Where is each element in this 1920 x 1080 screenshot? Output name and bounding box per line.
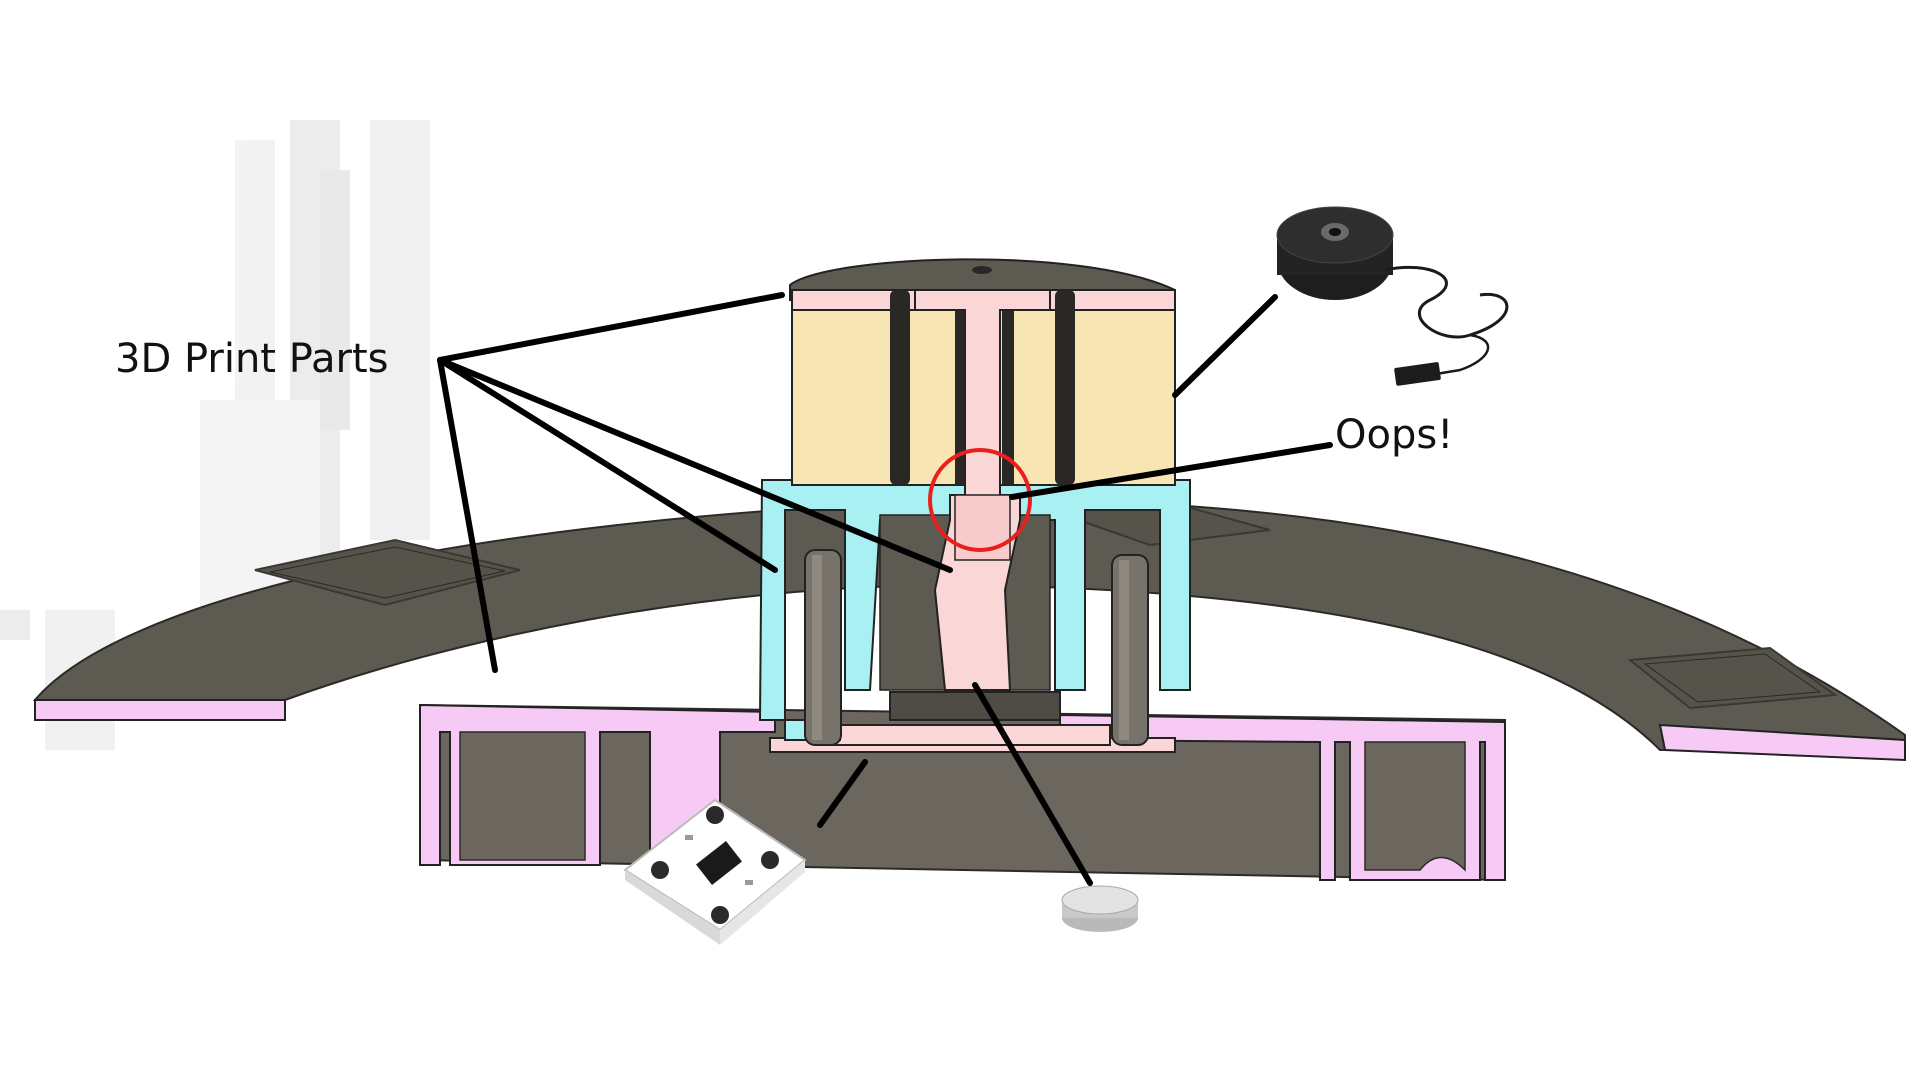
leader-line-sensor [817, 759, 868, 828]
leader-line-shaft [437, 357, 953, 573]
gimbal-motor-icon [1276, 206, 1509, 386]
pink-shaft-section [914, 289, 1051, 691]
leader-line-base-plate [437, 357, 498, 673]
leader-line-magnet [972, 682, 1093, 886]
leader-line-housing-top [437, 292, 785, 363]
label-3d-print-parts: 3D Print Parts [115, 336, 389, 382]
leader-line-oops [1009, 442, 1333, 500]
leader-lines [437, 292, 1333, 886]
disc-magnet-icon [1061, 885, 1139, 932]
magnetic-encoder-board-icon [623, 798, 807, 945]
base-platform [32, 498, 1906, 762]
failure-highlight-circle [928, 448, 1032, 552]
label-oops: Oops! [1335, 412, 1453, 458]
leader-line-motor [1172, 294, 1278, 398]
leader-line-cyan-housing [437, 357, 778, 573]
